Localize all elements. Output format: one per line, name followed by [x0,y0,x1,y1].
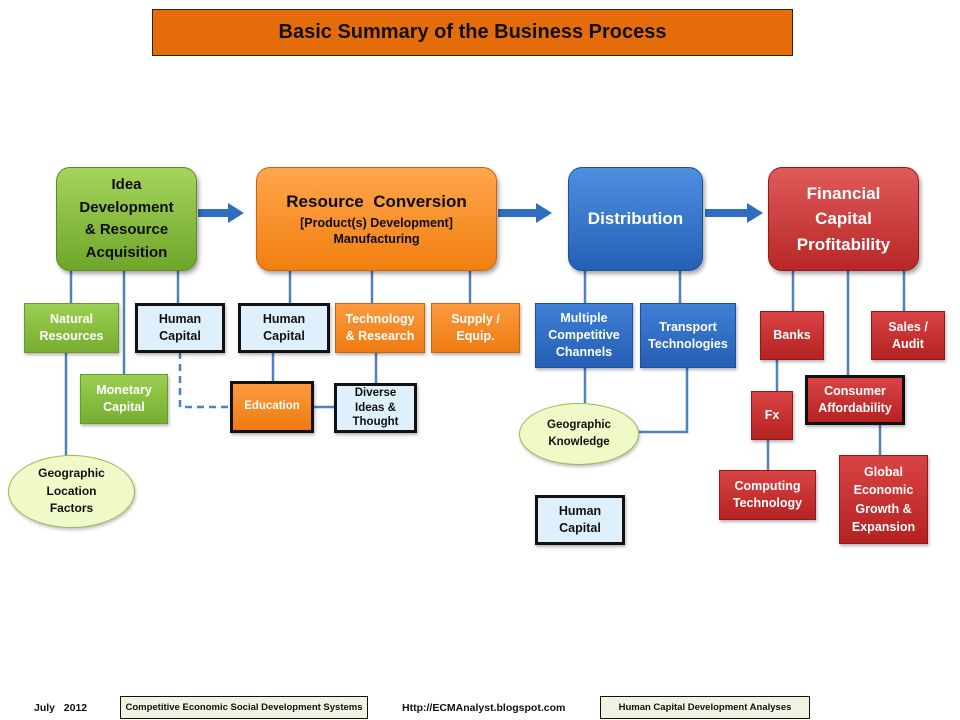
node-technology-research-line-1: Technology [345,312,415,327]
node-sales-audit: Sales / Audit [871,311,945,360]
stage-financial-line-2: Capital [815,209,872,229]
node-sales-audit-line-2: Audit [892,336,924,351]
node-sales-audit-line-1: Sales / [888,319,928,334]
node-natural-resources-line-2: Resources [39,329,104,343]
stage-conversion-line-1: Resource Conversion [286,192,467,211]
footer-box-right: Human Capital Development Analyses [600,696,810,719]
node-multiple-channels-line-2: Competitive [548,328,620,343]
footer-url[interactable]: Http://ECMAnalyst.blogspot.com [402,702,566,714]
node-fx-label: Fx [764,408,780,423]
node-supply-equip-line-1: Supply / [451,312,500,327]
node-diverse-ideas-line-1: Diverse [354,386,397,399]
node-geo-location-line-1: Geographic [38,466,105,481]
node-multiple-channels-line-3: Channels [555,344,613,359]
node-multiple-channels-line-1: Multiple [560,311,608,326]
node-fx: Fx [751,391,793,440]
node-technology-research: Technology & Research [335,303,425,353]
stage-idea-line-1: Idea [111,176,142,193]
node-geographic-location-factors: Geographic Location Factors [8,455,135,528]
node-human-capital-conversion: Human Capital [238,303,330,353]
node-global-economic-growth: Global Economic Growth & Expansion [839,455,928,544]
node-global-economic-line-2: Economic [853,483,914,498]
node-human-capital-conversion-line-1: Human [262,312,306,327]
node-global-economic-line-4: Expansion [851,519,916,534]
node-geo-location-line-2: Location [46,483,97,498]
stage-idea-line-2: Development [79,198,174,216]
node-natural-resources-line-1: Natural [49,312,94,327]
node-technology-research-line-2: & Research [345,329,415,343]
node-diverse-ideas-line-2: Ideas & [355,401,396,414]
node-global-economic-line-3: Growth & [855,501,912,516]
node-human-capital-distribution-line-2: Capital [559,521,601,535]
stage-idea-line-3: & Resource [84,221,169,238]
node-monetary-capital-line-1: Monetary [96,383,152,398]
node-banks: Banks [760,311,824,360]
node-monetary-capital: Monetary Capital [80,374,168,424]
stage-idea-development: Idea Development & Resource Acquisition [56,167,197,271]
node-human-capital-conversion-line-2: Capital [263,329,305,343]
stage-resource-conversion: Resource Conversion [Product(s) Developm… [256,167,497,271]
node-global-economic-line-1: Global [864,465,903,480]
node-human-capital-idea-line-1: Human [158,312,202,327]
node-human-capital-idea: Human Capital [135,303,225,353]
node-computing-tech-line-2: Technology [732,496,803,510]
node-diverse-ideas-line-3: Thought [352,416,399,429]
node-geo-knowledge-line-2: Knowledge [548,436,610,448]
node-transport-technologies: Transport Technologies [640,303,736,368]
stage-idea-line-4: Acquisition [85,243,168,261]
node-education: Education [230,381,314,433]
node-human-capital-distribution: Human Capital [535,495,625,545]
node-geo-location-line-3: Factors [49,501,94,516]
node-consumer-affordability-line-1: Consumer [824,384,886,399]
node-geographic-knowledge: Geographic Knowledge [519,403,639,465]
node-human-capital-distribution-line-1: Human [558,504,602,519]
stage-distribution: Distribution [568,167,703,271]
node-computing-technology: Computing Technology [719,470,816,520]
node-diverse-ideas: Diverse Ideas & Thought [334,383,417,433]
stage-financial-line-3: Profitability [796,234,891,254]
node-consumer-affordability-line-2: Affordability [818,401,892,415]
node-supply-equip-line-2: Equip. [456,329,495,343]
node-monetary-capital-line-2: Capital [103,400,145,414]
node-transport-tech-line-1: Transport [659,319,717,334]
node-natural-resources: Natural Resources [24,303,119,353]
node-education-label: Education [244,400,300,413]
stage-financial-capital: Financial Capital Profitability [768,167,919,271]
node-supply-equip: Supply / Equip. [431,303,520,353]
stage-distribution-label: Distribution [587,209,684,228]
footer-box-left: Competitive Economic Social Development … [120,696,368,719]
node-multiple-competitive-channels: Multiple Competitive Channels [535,303,633,368]
node-transport-tech-line-2: Technologies [648,336,728,351]
page-title: Basic Summary of the Business Process [152,9,793,56]
node-consumer-affordability: Consumer Affordability [805,375,905,425]
stage-conversion-line-2: [Product(s) Development] [300,216,453,230]
footer-date: July 2012 [34,702,88,714]
node-banks-label: Banks [773,328,811,343]
node-geo-knowledge-line-1: Geographic [547,419,611,432]
node-human-capital-idea-line-2: Capital [159,329,201,343]
node-computing-tech-line-1: Computing [734,479,801,494]
stage-financial-line-1: Financial [806,183,881,203]
stage-conversion-line-3: Manufacturing [333,232,420,246]
